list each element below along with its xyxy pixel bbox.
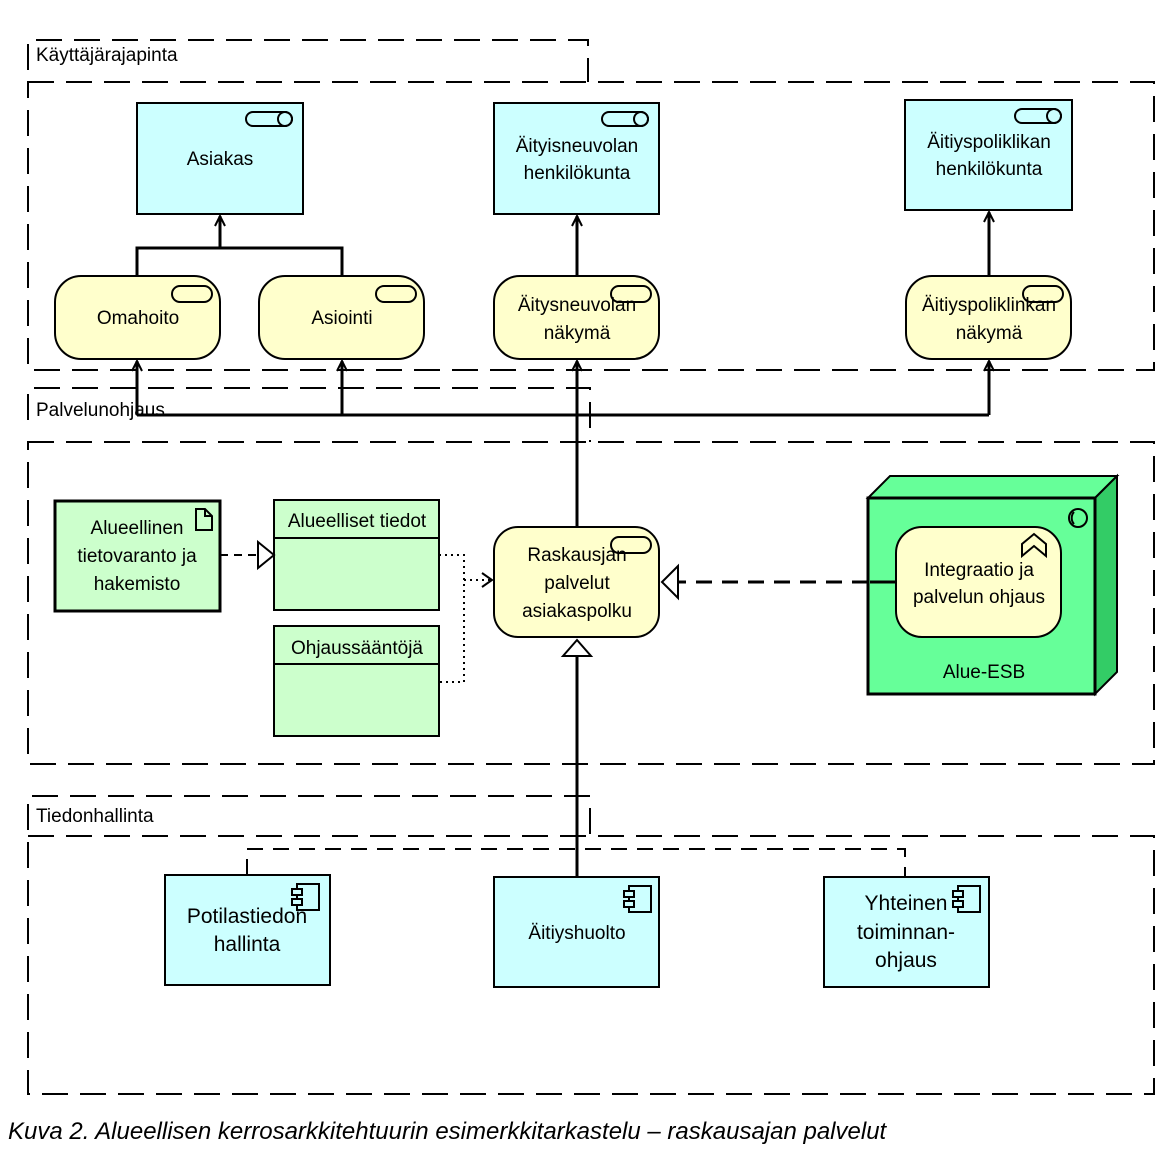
service-icon [1022,285,1064,303]
figure-caption: Kuva 2. Alueellisen kerrosarkkitehtuurin… [8,1118,887,1145]
layer-data-management [27,795,1155,1095]
esb-label: Alue-ESB [943,662,1025,683]
layer-title-data: Tiedonhallinta [36,806,154,827]
rules-data-object: Ohjaussääntöjä [273,625,440,737]
service-icon [171,285,213,303]
patient-data-label-2: hallinta [214,933,281,956]
pregnancy-services-service: Raskausjan palvelut asiakaspolku [493,526,660,638]
service-icon [610,536,652,554]
pregnancy-services-label-3: asiakaspolku [522,601,632,622]
repository-label-3: hakemisto [94,574,181,595]
connectors [131,209,995,527]
realization-esb-pregnancy [660,563,896,601]
access-data-pregnancy [439,554,494,683]
pregnancy-services-label-1: Raskausjan [527,545,626,566]
poliklinikka-staff-label-1: Äitiyspoliklikan [927,132,1051,153]
poliklinikka-view-label-2: näkymä [956,323,1023,344]
regional-data-object: Alueelliset tiedot [273,499,440,611]
poliklinikka-view-service: Äitiyspoliklinkan näkymä [905,275,1072,360]
omahoito-label: Omahoito [97,308,179,329]
asiakas-label: Asiakas [187,149,254,170]
integration-label-1: Integraatio ja [924,560,1034,581]
common-ops-label-3: ohjaus [875,949,937,972]
asiointi-service: Asiointi [258,275,425,360]
regional-data-label: Alueelliset tiedot [288,511,427,532]
common-ops-label-1: Yhteinen [865,892,948,915]
rules-label: Ohjaussääntöjä [291,638,423,659]
component-icon [296,883,320,911]
neuvola-staff-role: Äityisneuvolan henkilökunta [493,102,660,215]
neuvola-staff-label-1: Äityisneuvolan [516,136,639,157]
component-icon [957,885,981,913]
neuvola-staff-label-2: henkilökunta [524,163,631,184]
poliklinikka-staff-label-2: henkilökunta [936,159,1043,180]
layer-user-interface [27,39,1155,371]
neuvola-view-label-2: näkymä [544,323,611,344]
maternity-care-component: Äitiyshuolto [493,876,660,988]
maternity-care-label: Äitiyshuolto [528,923,625,944]
repository-label-1: Alueellinen [91,518,184,539]
pregnancy-services-label-2: palvelut [544,573,610,594]
realization-components-pregnancy [246,638,906,877]
patient-data-component: Potilastiedon hallinta [164,874,331,986]
neuvola-view-label-1: Äitysneuvolan [518,295,636,316]
patient-data-label-1: Potilastiedon [187,905,307,928]
common-ops-label-2: toiminnan- [857,921,955,944]
component-icon [628,885,652,913]
function-icon [1021,532,1047,559]
common-ops-component: Yhteinen toiminnan- ohjaus [823,876,990,988]
neuvola-view-service: Äitysneuvolan näkymä [493,275,660,360]
omahoito-service: Omahoito [54,275,221,360]
repository-artifact: Alueellinen tietovaranto ja hakemisto [53,499,222,613]
integration-function: Integraatio ja palvelun ohjaus [895,526,1062,638]
poliklinikka-staff-role: Äitiyspoliklikan henkilökunta [904,99,1073,211]
poliklinikka-view-label-1: Äitiyspoliklinkan [922,295,1056,316]
connector-omahoito-asiakas [135,246,344,276]
asiointi-label: Asiointi [311,308,372,329]
service-icon [375,285,417,303]
document-icon [195,508,213,531]
service-icon [610,285,652,303]
node-icon [1068,508,1088,528]
integration-label-2: palvelun ohjaus [913,587,1045,608]
asiakas-role: Asiakas [136,102,304,215]
layer-title-service: Palvelunohjaus [36,400,165,421]
realization-repository-data [220,539,276,571]
layer-title-ui: Käyttäjärajapinta [36,45,178,66]
repository-label-2: tietovaranto ja [77,546,197,567]
architecture-diagram: Käyttäjärajapinta Palvelunohjaus Tiedonh… [27,39,1155,1095]
